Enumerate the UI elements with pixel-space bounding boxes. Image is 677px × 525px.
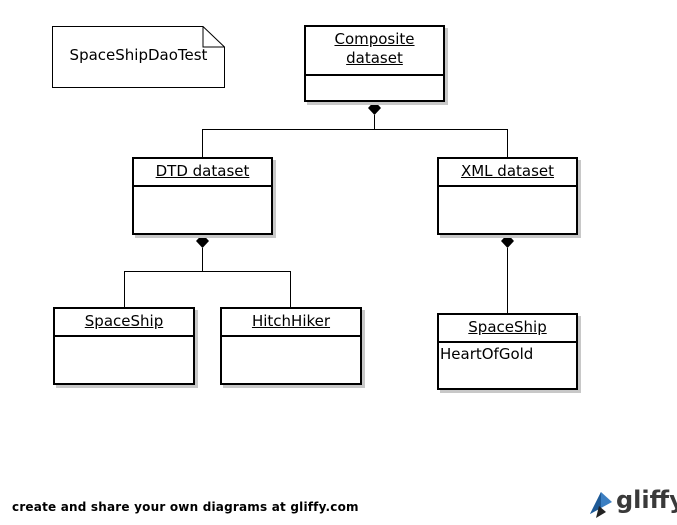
class-composite-dataset[interactable]: Composite dataset [304,25,445,102]
gliffy-logo: gliffy [586,486,677,520]
class-name-line2: dataset [346,49,403,67]
class-attributes [439,187,576,189]
class-spaceship-dtd[interactable]: SpaceShip [53,307,195,385]
class-attributes: HeartOfGold [440,345,534,363]
class-name: XML dataset [439,159,576,187]
class-name: SpaceShip [55,309,193,337]
class-name-line1: Composite [334,30,415,48]
class-attributes [55,337,193,339]
class-attributes [134,187,271,189]
class-xml-dataset[interactable]: XML dataset [437,157,578,235]
gliffy-logo-icon [590,492,612,518]
class-attributes [306,76,443,78]
composition-diamond-xml [501,234,514,248]
class-name: SpaceShip [439,315,576,343]
class-hitchhiker[interactable]: HitchHiker [220,307,362,385]
gliffy-logo-text: gliffy [616,486,677,514]
class-name: Composite dataset [306,27,443,76]
class-attributes [222,337,360,339]
footer-text: create and share your own diagrams at gl… [12,500,359,514]
class-name: HitchHiker [222,309,360,337]
connector-composite-children [202,115,508,158]
connector-dtd-children [124,248,291,308]
note-spaceshipdaotest: SpaceShipDaoTest [52,26,225,88]
class-name: DTD dataset [134,159,271,187]
composition-diamond-dtd [196,234,209,248]
class-dtd-dataset[interactable]: DTD dataset [132,157,273,235]
note-shape [52,26,225,88]
class-spaceship-xml[interactable]: SpaceShip HeartOfGold [437,313,578,390]
composition-diamond-composite [368,101,381,115]
note-text: SpaceShipDaoTest [69,46,208,64]
